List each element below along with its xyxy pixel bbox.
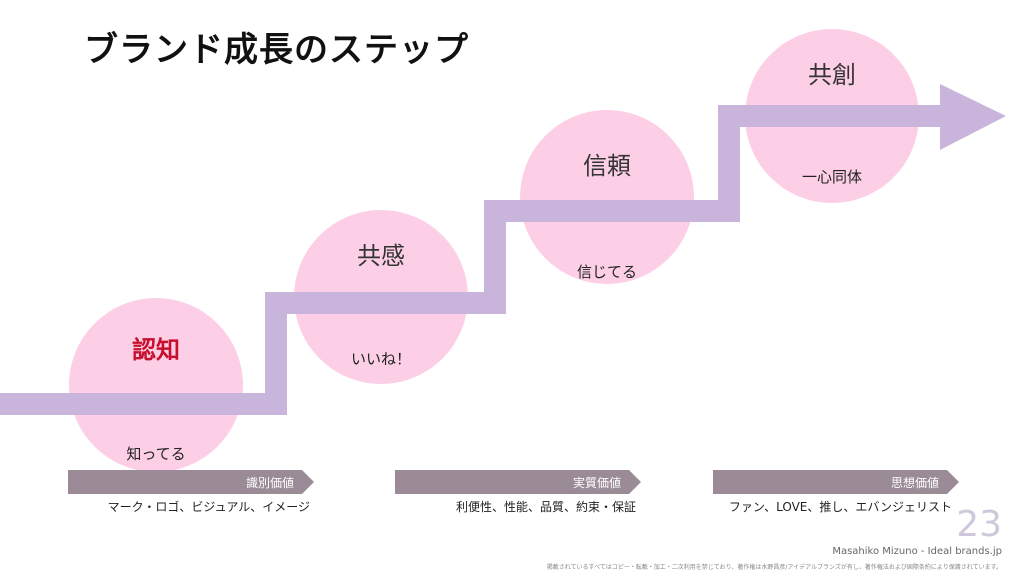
page-title: ブランド成長のステップ xyxy=(84,30,469,70)
stage-desc-co-creation: 一心同体 xyxy=(801,168,863,186)
value-tag-label: 思想価値 xyxy=(890,475,939,490)
value-desc-philosophy: ファン、LOVE、推し、エバンジェリスト xyxy=(728,500,952,514)
value-tag-philosophy: 思想価値 xyxy=(713,470,959,494)
value-desc-substantive: 利便性、性能、品質、約束・保証 xyxy=(455,500,636,514)
copyright-notice: 掲載されているすべてはコピー・転載・加工・二次利用を禁じており、著作権は水野昌彦… xyxy=(546,564,1002,571)
stage-desc-empathy: いいね！ xyxy=(350,350,412,368)
value-tag-label: 識別価値 xyxy=(245,475,294,490)
value-tag-label: 実質価値 xyxy=(572,475,621,490)
stair-arrow-head xyxy=(940,84,1006,150)
stage-title-co-creation: 共創 xyxy=(808,61,856,89)
stage-circle-trust xyxy=(520,110,694,284)
page-number: 23 xyxy=(956,504,1002,545)
value-desc-identification: マーク・ロゴ、ビジュアル、イメージ xyxy=(107,500,310,514)
stage-desc-trust: 信じてる xyxy=(576,263,638,281)
stage-circle-awareness xyxy=(69,298,243,472)
stage-desc-awareness: 知ってる xyxy=(126,445,186,463)
stage-title-empathy: 共感 xyxy=(357,242,405,270)
value-tag-substantive: 実質価値 xyxy=(395,470,641,494)
stage-title-trust: 信頼 xyxy=(583,152,631,180)
stage-title-awareness: 認知 xyxy=(132,336,180,364)
credit-text: Masahiko Mizuno - Ideal brands.jp xyxy=(832,546,1002,557)
stair-arrow-line xyxy=(0,105,948,415)
value-tag-identification: 識別価値 xyxy=(68,470,314,494)
